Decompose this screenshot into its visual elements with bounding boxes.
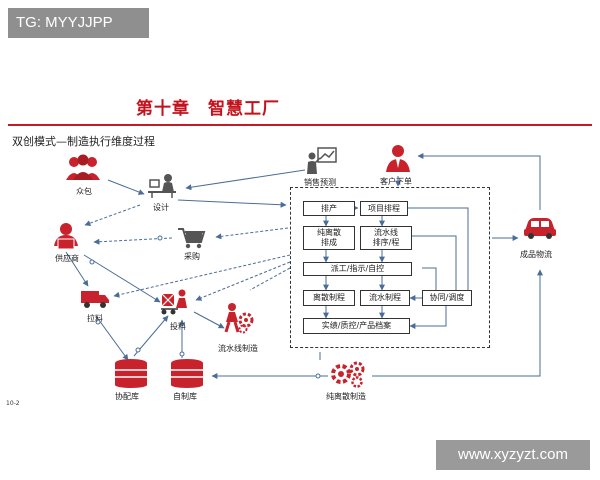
supplier-label: 供应商: [55, 254, 79, 263]
co-warehouse-label: 协配库: [115, 392, 139, 401]
self-warehouse-label: 自制库: [173, 392, 197, 401]
arrow-crowd-design: [107, 179, 145, 195]
box-dispatch: 派工/指示/自控: [303, 262, 412, 276]
arrow-feed-linemfg: [193, 311, 225, 329]
arrow-purchase-supplier: [93, 237, 173, 245]
supplier-icon: [54, 223, 78, 250]
box-coordination: 协同/调度: [422, 290, 472, 306]
arrow-supplier-feed: [83, 254, 161, 303]
diagram-subtitle: 双创模式—制造执行维度过程: [12, 135, 155, 148]
hand-truck-icon: [161, 289, 187, 315]
co-warehouse-icon: [115, 359, 147, 388]
box-discrete-process: 离散制程: [303, 290, 355, 306]
self-warehouse-icon: [171, 359, 203, 388]
discrete-manufacturing-label: 纯离散制造: [326, 392, 366, 401]
shopping-cart-icon: [178, 228, 206, 249]
box-flow-line1: 流水线: [374, 228, 398, 237]
dot-purchase: [157, 235, 163, 241]
arrow-pull-cowh: [95, 315, 129, 361]
arrow-logistics-customer: [417, 153, 541, 210]
arrow-supplier-pull: [65, 251, 89, 287]
box-scheduling: 排产: [303, 201, 355, 216]
arrow-process-feed: [195, 261, 291, 301]
line-manufacturing-label: 流水线制造: [218, 344, 258, 353]
crowd-icon: [66, 154, 100, 180]
customer-order-label: 客户下单: [380, 177, 412, 186]
customer-icon: [386, 145, 410, 172]
box-discrete-line2: 排成: [321, 238, 337, 247]
arrow-process-pull: [113, 254, 291, 298]
tag-label: TG: MYYJJPP: [8, 8, 149, 38]
arrow-discrete-logistics: [372, 269, 543, 377]
finished-logistics-label: 成品物流: [520, 250, 552, 259]
arrow-process-purchase: [215, 227, 289, 240]
sales-forecast-icon: [307, 147, 337, 174]
box-flow-sequencing: 流水线 排序/程: [360, 226, 412, 250]
box-flow-line2: 排序/程: [372, 238, 400, 247]
arrow-process-linemfg: [249, 267, 291, 291]
crowdsource-label: 众包: [76, 187, 92, 196]
process-container: [290, 187, 490, 348]
arrow-forecast-design: [185, 169, 306, 191]
title-divider: [8, 124, 592, 126]
page-number: 10-2: [6, 400, 20, 407]
arrow-design-process: [177, 199, 287, 208]
worker-gears-icon: [224, 303, 254, 334]
truck-icon: [81, 291, 109, 308]
box-discrete-line1: 纯离散: [317, 228, 341, 237]
box-quality-records: 实绩/质控/产品档案: [303, 318, 410, 334]
designer-desk-icon: [148, 174, 176, 198]
sales-forecast-label: 销售预测: [304, 178, 336, 187]
gears-icon: [331, 361, 365, 388]
chapter-title: 第十章 智慧工厂: [136, 99, 280, 119]
box-discrete-scheduling: 纯离散 排成: [303, 226, 355, 250]
car-icon: [524, 218, 556, 239]
pull-material-label: 拉料: [87, 314, 103, 323]
box-flow-process: 流水制程: [360, 290, 410, 306]
design-label: 设计: [153, 203, 169, 212]
watermark: www.xyzyzt.com: [436, 440, 590, 470]
arrow-design-supplier: [84, 204, 141, 226]
feed-material-label: 投料: [170, 322, 186, 331]
box-project-scheduling: 项目排程: [360, 201, 408, 216]
purchase-label: 采购: [184, 252, 200, 261]
